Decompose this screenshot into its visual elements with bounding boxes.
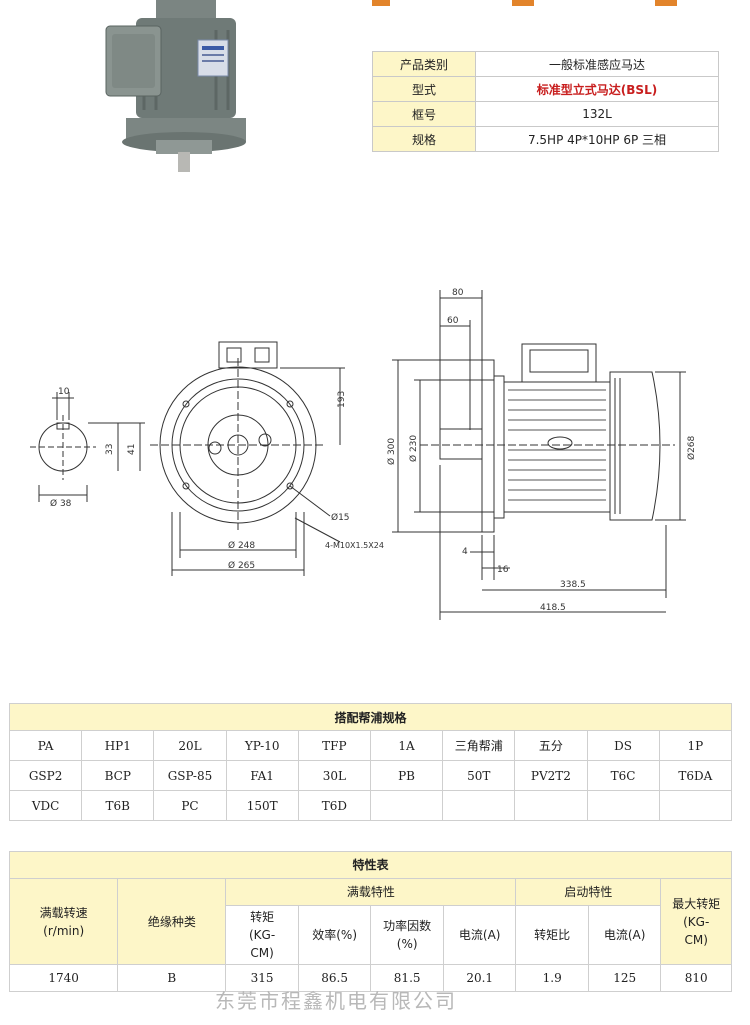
spec-row: 框号 132L: [372, 101, 719, 127]
spec-row: 型式 标准型立式马达(BSL): [372, 76, 719, 102]
spec-row: 规格 7.5HP 4P*10HP 6P 三相: [372, 126, 719, 152]
pump-table: 搭配帮浦规格 PA HP1 20L YP-10 TFP 1A 三角帮浦 五分 D…: [8, 703, 733, 821]
dim-60: 60: [447, 316, 459, 326]
company-watermark: 东莞市程鑫机电有限公司: [215, 989, 457, 1013]
spec-value: 标准型立式马达(BSL): [475, 76, 719, 102]
table-cell: 30L: [297, 760, 371, 791]
dim-80: 80: [452, 288, 464, 298]
dim-338: 338.5: [560, 580, 586, 590]
table-cell: [586, 790, 660, 821]
table-cell: 810: [660, 964, 732, 992]
table-cell: VDC: [8, 790, 83, 821]
dim-230: Ø 230: [408, 435, 419, 462]
dim-300: Ø 300: [386, 438, 397, 465]
table-cell: GSP-85: [153, 760, 227, 791]
dimension-drawing: 10 33 41 Ø 38 193 Ø15 4-M10X1.5X24 Ø 248…: [30, 288, 697, 620]
flange-front-view: [150, 341, 345, 576]
table-cell: 86.5: [297, 964, 372, 992]
table-cell: T6C: [586, 760, 660, 791]
table-cell: T6DA: [658, 760, 733, 791]
dim-bolt: 4-M10X1.5X24: [325, 541, 384, 550]
table-cell: [369, 790, 444, 821]
table-row: PA HP1 20L YP-10 TFP 1A 三角帮浦 五分 DS 1P: [8, 730, 733, 761]
table-cell: 81.5: [370, 964, 444, 992]
table-cell: 150T: [225, 790, 299, 821]
top-strip: [0, 0, 750, 6]
table-row: VDC T6B PC 150T T6D: [8, 790, 733, 821]
characteristics-table: 特性表 满载转速 (r/min) 绝缘种类 满载特性 启动特性 最大转矩 (KG…: [8, 851, 732, 992]
sub-start-torque-ratio: 转矩比: [515, 905, 589, 965]
table-cell: 125: [587, 964, 662, 992]
sub-current: 电流(A): [442, 905, 517, 965]
table-cell: FA1: [225, 760, 299, 791]
table-cell: [442, 790, 516, 821]
table-cell: 20.1: [442, 964, 517, 992]
table-cell: 1A: [369, 730, 444, 761]
table-cell: 50T: [442, 760, 516, 791]
col-full-load-speed: 满载转速 (r/min): [8, 878, 119, 965]
sub-power-factor: 功率因数 (%): [370, 905, 444, 965]
dim-193: 193: [337, 391, 347, 408]
sub-start-current: 电流(A): [587, 905, 662, 965]
table-cell: 五分: [514, 730, 588, 761]
spec-key: 规格: [372, 126, 476, 152]
table-cell: [658, 790, 733, 821]
dim-16: 16: [497, 565, 509, 575]
table-row: 1740 B 315 86.5 81.5 20.1 1.9 125 810: [8, 964, 732, 992]
table-cell: 20L: [153, 730, 227, 761]
shaft-end-view: [30, 392, 145, 502]
table-cell: BCP: [81, 760, 155, 791]
spec-table: 产品类别 一般标准感应马达 型式 标准型立式马达(BSL) 框号 132L 规格…: [372, 51, 719, 152]
dim-4: 4: [462, 547, 468, 557]
table-cell: GSP2: [8, 760, 83, 791]
col-insulation-class: 绝缘种类: [117, 878, 227, 965]
dim-268: Ø268: [686, 435, 697, 460]
dim-41: 41: [127, 444, 137, 455]
sub-torque: 转矩 (KG- CM): [225, 905, 299, 965]
group-starting: 启动特性: [515, 878, 662, 906]
motor-side-view: [392, 290, 686, 620]
table-cell: 1P: [658, 730, 733, 761]
table-row: GSP2 BCP GSP-85 FA1 30L PB 50T PV2T2 T6C…: [8, 760, 733, 791]
spec-key: 框号: [372, 101, 476, 127]
spec-value: 7.5HP 4P*10HP 6P 三相: [475, 126, 719, 152]
dim-33: 33: [105, 444, 115, 455]
dim-418: 418.5: [540, 603, 566, 613]
dim-265: Ø 265: [228, 560, 255, 571]
group-full-load: 满载特性: [225, 878, 517, 906]
sub-efficiency: 效率(%): [297, 905, 372, 965]
table-cell: PC: [153, 790, 227, 821]
table-cell: PB: [369, 760, 444, 791]
table-cell: 三角帮浦: [442, 730, 516, 761]
table-cell: B: [117, 964, 227, 992]
table-cell: 1.9: [515, 964, 589, 992]
table-cell: 1740: [8, 964, 119, 992]
table-cell: YP-10: [225, 730, 299, 761]
table-cell: TFP: [297, 730, 371, 761]
dim-38: Ø 38: [50, 498, 72, 509]
pump-table-title: 搭配帮浦规格: [9, 703, 732, 731]
table-cell: HP1: [81, 730, 155, 761]
table-cell: [514, 790, 588, 821]
dim-10: 10: [58, 387, 70, 397]
char-table-title: 特性表: [9, 851, 732, 879]
motor-photo: [105, 0, 246, 172]
col-max-torque: 最大转矩 (KG- CM): [660, 878, 732, 965]
table-cell: DS: [586, 730, 660, 761]
spec-key: 产品类别: [372, 51, 476, 77]
table-cell: T6D: [297, 790, 371, 821]
table-cell: PA: [8, 730, 83, 761]
spec-value: 一般标准感应马达: [475, 51, 719, 77]
spec-key: 型式: [372, 76, 476, 102]
table-cell: T6B: [81, 790, 155, 821]
spec-row: 产品类别 一般标准感应马达: [372, 51, 719, 77]
table-cell: PV2T2: [514, 760, 588, 791]
table-cell: 315: [225, 964, 299, 992]
spec-value: 132L: [475, 101, 719, 127]
dim-15: Ø15: [331, 512, 350, 523]
dim-248: Ø 248: [228, 540, 255, 551]
